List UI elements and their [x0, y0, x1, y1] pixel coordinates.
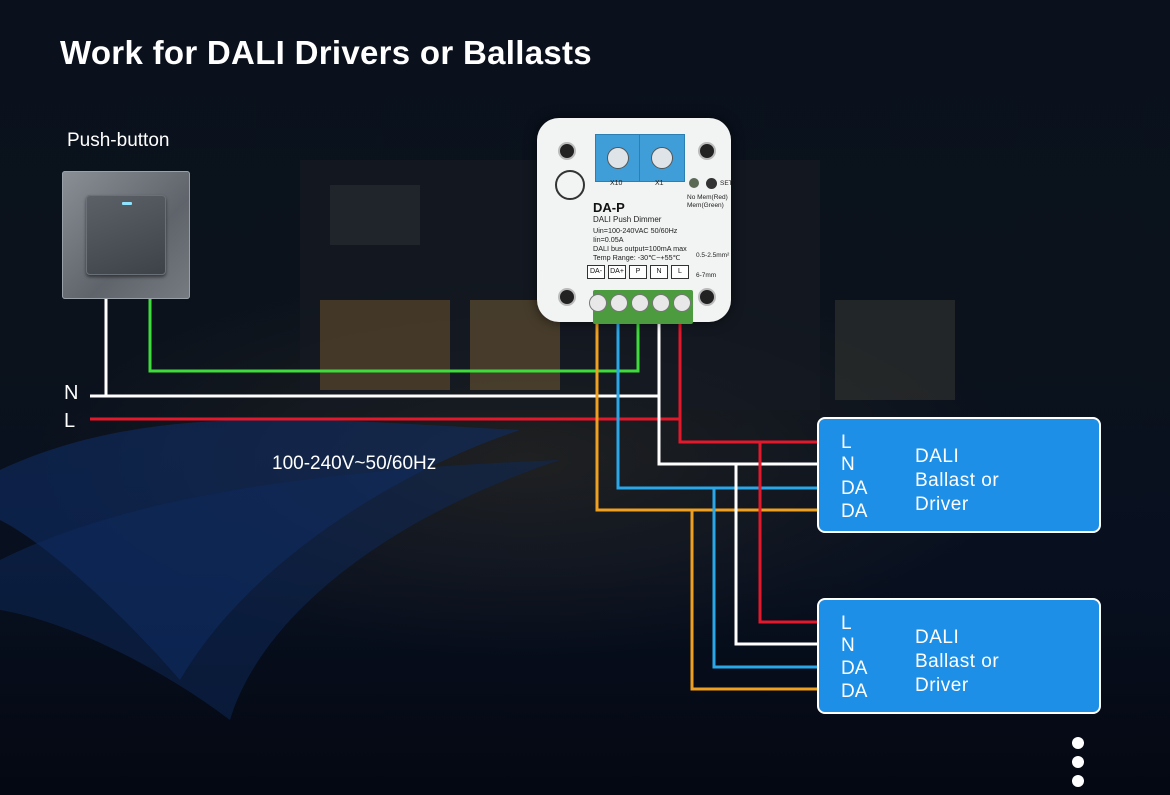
wire-da-minus-driver1 [595, 310, 836, 512]
wire-da-minus-driver2 [690, 510, 836, 691]
wire-l-driver1 [678, 310, 836, 444]
mount-screw-icon [698, 142, 716, 160]
push-button [62, 171, 190, 299]
rotary-dial-x1 [639, 134, 685, 182]
wire-da-plus-driver1 [616, 310, 836, 490]
dali-driver-1: L N DA DA DALI Ballast or Driver [817, 417, 1101, 533]
power-logo-icon [555, 170, 585, 200]
dial-caption-x10: X10 [610, 180, 623, 187]
mem-green-label: Mem(Green) [687, 202, 724, 209]
terminal-screw-icon [631, 294, 649, 312]
driver-terminal-l: L [841, 613, 852, 634]
driver-terminal-n: N [841, 454, 855, 475]
driver-name-line: Driver [915, 675, 969, 696]
driver-terminal-da: DA [841, 658, 868, 679]
mains-n-label: N [64, 382, 79, 404]
dial-caption-x1: X1 [655, 180, 664, 187]
module-spec-line: Temp Range: -30℃~+55℃ [593, 253, 681, 262]
terminal-screw-icon [673, 294, 691, 312]
dial-knob-icon [651, 147, 673, 169]
page-title: Work for DALI Drivers or Ballasts [60, 34, 592, 71]
wire-pushbutton-p [148, 299, 640, 373]
driver-terminal-da: DA [841, 501, 868, 522]
terminal-screw-icon [652, 294, 670, 312]
driver-name-line: DALI [915, 627, 960, 648]
wire-n-driver2 [734, 464, 836, 646]
status-led-icon [689, 178, 699, 188]
driver-terminal-n: N [841, 635, 855, 656]
terminal-label: DA- [587, 265, 605, 279]
mem-red-label: No Mem(Red) [687, 194, 728, 201]
mount-screw-icon [698, 288, 716, 306]
mount-screw-icon [558, 288, 576, 306]
dali-driver-2: L N DA DA DALI Ballast or Driver [817, 598, 1101, 714]
indicator-led-icon [122, 202, 132, 205]
module-spec-line: Uin=100-240VAC 50/60Hz [593, 226, 678, 235]
wire-l-driver2 [758, 442, 836, 624]
set-label: SET [720, 180, 733, 187]
more-dots-icon [1072, 737, 1084, 794]
driver-name-line: Driver [915, 494, 969, 515]
module-spec-line: DALI bus output=100mA max [593, 244, 687, 253]
module-spec-line: DALI Push Dimmer [593, 215, 662, 224]
mains-l-label: L [64, 410, 76, 432]
driver-name-line: DALI [915, 446, 960, 467]
driver-name: DALI Ballast or Driver [915, 626, 999, 698]
terminal-label: L [671, 265, 689, 279]
terminal-screw-icon [589, 294, 607, 312]
terminal-label: P [629, 265, 647, 279]
driver-terminal-da: DA [841, 681, 868, 702]
rotary-dial-x10 [595, 134, 641, 182]
strip-length-label: 6-7mm [696, 272, 717, 279]
wire-n-driver1 [657, 310, 836, 466]
push-button-rocker [86, 195, 166, 275]
driver-name: DALI Ballast or Driver [915, 445, 999, 517]
driver-terminal-l: L [841, 432, 852, 453]
push-button-label: Push-button [67, 130, 170, 151]
wire-gauge-label: 0.5-2.5mm² [696, 252, 730, 259]
set-button-icon [706, 178, 717, 189]
driver-terminal-da: DA [841, 478, 868, 499]
mount-screw-icon [558, 142, 576, 160]
driver-name-line: Ballast or [915, 470, 1000, 491]
driver-name-line: Ballast or [915, 651, 1000, 672]
terminal-label: DA+ [608, 265, 626, 279]
terminal-label: N [650, 265, 668, 279]
dial-knob-icon [607, 147, 629, 169]
module-spec-line: Iin=0.05A [593, 235, 624, 244]
wire-da-plus-driver2 [712, 488, 836, 669]
terminal-screw-icon [610, 294, 628, 312]
dali-push-dimmer-module: X10 X1 SET No Mem(Red) Mem(Green) DA-P D… [537, 118, 733, 324]
mains-voltage-label: 100-240V~50/60Hz [272, 453, 437, 474]
module-model: DA-P [593, 200, 625, 215]
